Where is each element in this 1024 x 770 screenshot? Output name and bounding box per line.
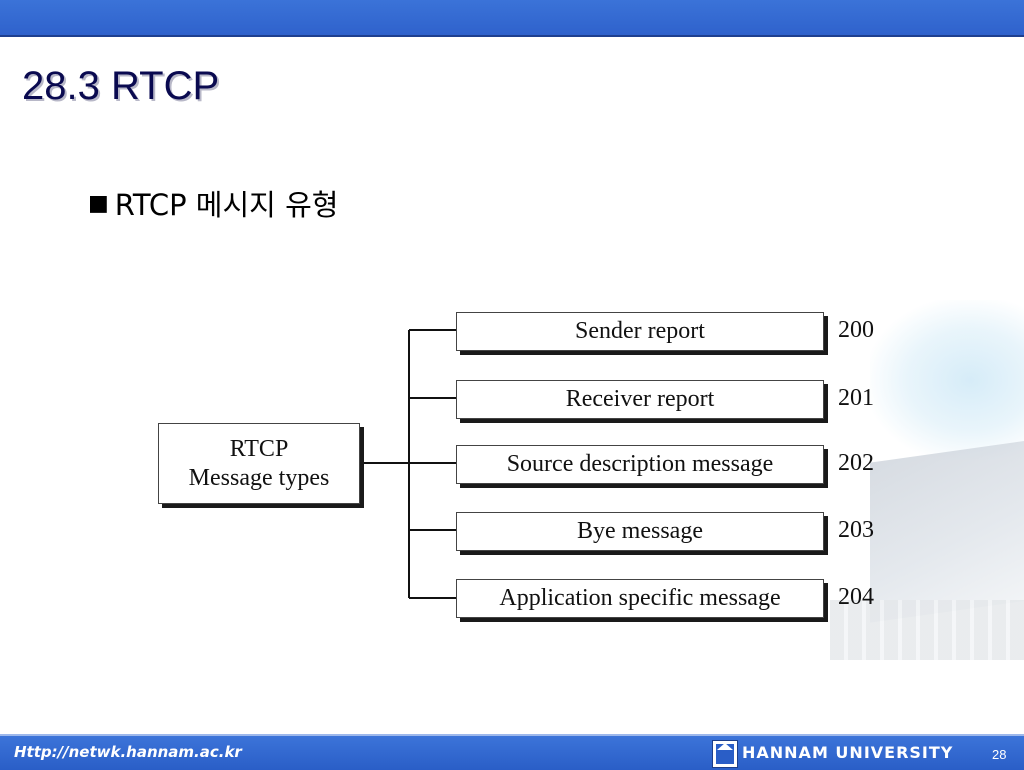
- slide-title: 28.3 RTCP: [22, 64, 220, 108]
- square-bullet-icon: ■: [88, 190, 109, 216]
- type-code-202: 202: [838, 450, 874, 476]
- type-box-bye-message: Bye message: [456, 512, 824, 551]
- header-bar: [0, 0, 1024, 37]
- background-decoration: [830, 260, 1024, 680]
- type-code-203: 203: [838, 517, 874, 543]
- type-box-source-description: Source description message: [456, 445, 824, 484]
- footer-url-link[interactable]: Http://netwk.hannam.ac.kr: [14, 743, 242, 761]
- root-line-1: RTCP: [229, 435, 289, 462]
- type-box-application-specific: Application specific message: [456, 579, 824, 618]
- type-box-sender-report: Sender report: [456, 312, 824, 351]
- type-code-204: 204: [838, 584, 874, 610]
- bullet-text: RTCP 메시지 유형: [114, 188, 339, 222]
- root-line-2: Message types: [188, 464, 330, 491]
- footer-bar: Http://netwk.hannam.ac.kr HANNAM UNIVERS…: [0, 734, 1024, 770]
- page-number: 28: [992, 747, 1007, 762]
- type-box-receiver-report: Receiver report: [456, 380, 824, 419]
- university-name: HANNAM UNIVERSITY: [742, 743, 954, 762]
- type-code-201: 201: [838, 385, 874, 411]
- type-code-200: 200: [838, 317, 874, 343]
- hannam-logo-icon: [712, 740, 738, 768]
- bullet-item: ■ RTCP 메시지 유형: [88, 182, 338, 224]
- root-box: RTCP Message types: [158, 423, 360, 504]
